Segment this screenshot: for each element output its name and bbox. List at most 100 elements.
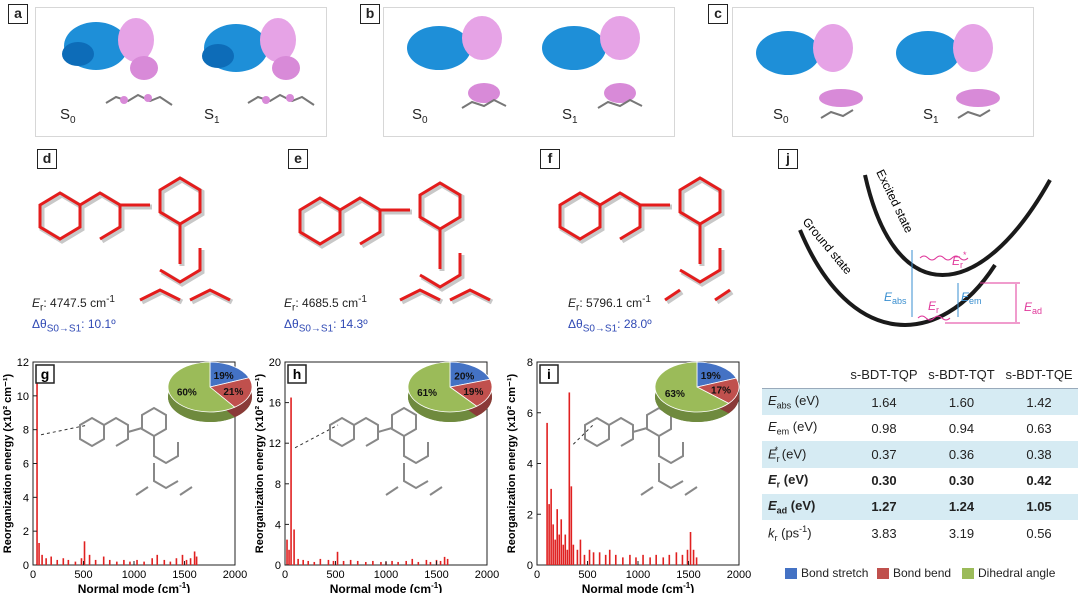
x-tick-label: 500: [326, 569, 344, 581]
x-tick-label: 2000: [223, 569, 247, 581]
molecule-sketch: [584, 406, 698, 496]
y-tick-label: 12: [17, 357, 29, 369]
excited-state-curve: [863, 174, 1052, 277]
panel-label-box: [539, 364, 559, 384]
molecule-sketch: [329, 406, 443, 496]
y-tick-label: 12: [269, 438, 281, 450]
bar: [143, 561, 145, 565]
bar: [681, 554, 684, 565]
table-row-label: kr (ps-1): [768, 523, 812, 543]
table-row-label: Er* (eV): [762, 441, 845, 468]
bar: [41, 554, 43, 565]
bar: [297, 558, 299, 565]
bar: [560, 519, 563, 565]
bar: [570, 486, 573, 565]
bar: [411, 558, 414, 565]
bar: [356, 560, 359, 565]
x-tick-label: 500: [74, 569, 92, 581]
x-tick-label: 2000: [727, 569, 751, 581]
state-s1-b: S1: [562, 106, 578, 126]
table-cell: 0.30: [948, 473, 975, 489]
bar: [169, 561, 172, 565]
bar: [629, 554, 631, 565]
state-s1-c: S1: [923, 106, 939, 126]
x-tick-label: 0: [534, 569, 540, 581]
pie-slice: [449, 378, 493, 407]
table-col-header: [762, 361, 845, 389]
bar: [313, 561, 316, 565]
y-tick-label: 0: [275, 560, 281, 572]
x-axis-label: Normal mode (cm-1): [78, 581, 190, 593]
legend-swatch-blue: [785, 567, 797, 579]
x-tick-label: 1500: [424, 569, 448, 581]
table-row-label: Eabs (eV): [762, 388, 845, 416]
state-s0-c: S0: [773, 106, 789, 126]
orbital-box-c: S0 S1: [732, 7, 1034, 137]
energy-text-d: Er: 4747.5 cm-1 ΔθS0→S1: 10.1º: [32, 294, 116, 335]
bar: [342, 560, 345, 565]
bar: [568, 392, 571, 565]
x-tick-label: 0: [30, 569, 36, 581]
y-tick-label: 10: [17, 391, 29, 403]
bar: [189, 558, 192, 565]
orbital-illustration-c: [756, 24, 1000, 119]
y-tick-label: 4: [527, 459, 533, 471]
x-tick-label: 500: [578, 569, 596, 581]
bar: [38, 543, 40, 565]
legend-swatch-red: [877, 567, 889, 579]
label-ead: Ead: [1024, 300, 1042, 316]
bar: [349, 559, 352, 565]
y-tick-label: 8: [527, 357, 533, 369]
pie-slice: [654, 361, 730, 413]
bar: [608, 549, 611, 565]
x-tick-label: 2000: [475, 569, 499, 581]
bar: [429, 561, 432, 565]
bar: [36, 378, 38, 565]
pie-label: 20%: [454, 371, 474, 382]
bar: [332, 560, 335, 565]
bar: [655, 554, 657, 565]
structure-overlay-d: [38, 176, 234, 305]
bar: [156, 554, 159, 565]
bar: [668, 554, 671, 565]
panel-label: i: [547, 366, 551, 382]
panel-label-j: j: [778, 149, 798, 169]
panel-label-box: [287, 364, 307, 384]
pointer-line: [294, 424, 339, 449]
y-tick-label: 2: [23, 526, 29, 538]
table-cell: 0.36: [922, 441, 1001, 468]
panel-label-box: [35, 364, 55, 384]
bar: [689, 532, 692, 565]
bar: [181, 554, 184, 565]
state-s1-a: S1: [204, 106, 220, 126]
pie-slice: [167, 361, 236, 413]
table-cell: 0.94: [948, 420, 975, 436]
bar: [556, 509, 558, 565]
bar: [307, 560, 310, 565]
bar: [564, 534, 567, 565]
label-eem: Eem: [961, 290, 982, 306]
legend-dihedral-angle: Dihedral angle: [962, 566, 1055, 580]
potential-energy-diagram: Excited state Ground state Eabs Eem Er* …: [798, 167, 1052, 327]
x-tick-label: 0: [282, 569, 288, 581]
molecule-sketch: [79, 406, 193, 496]
bar: [286, 539, 288, 565]
bar: [336, 551, 339, 565]
bar: [579, 539, 582, 565]
bar: [622, 557, 624, 565]
pie-label: 19%: [463, 387, 483, 398]
table-cell: 1.05: [1000, 493, 1078, 520]
orbital-illustration-b: [407, 16, 643, 109]
energy-text-e: Er: 4685.5 cm-1 ΔθS0→S1: 14.3º: [284, 294, 368, 335]
x-axis-label: Normal mode (cm-1): [582, 581, 694, 593]
bar: [50, 556, 52, 565]
bar: [94, 559, 97, 565]
ground-state-curve: [798, 229, 997, 327]
bar: [67, 559, 70, 565]
